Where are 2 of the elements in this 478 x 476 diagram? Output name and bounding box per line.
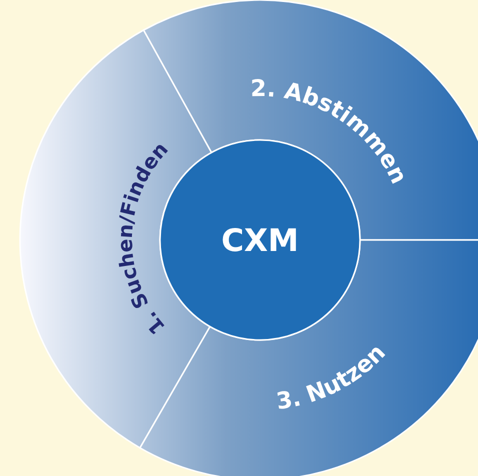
center-label: CXM	[221, 223, 299, 259]
ring-segment	[20, 29, 212, 449]
